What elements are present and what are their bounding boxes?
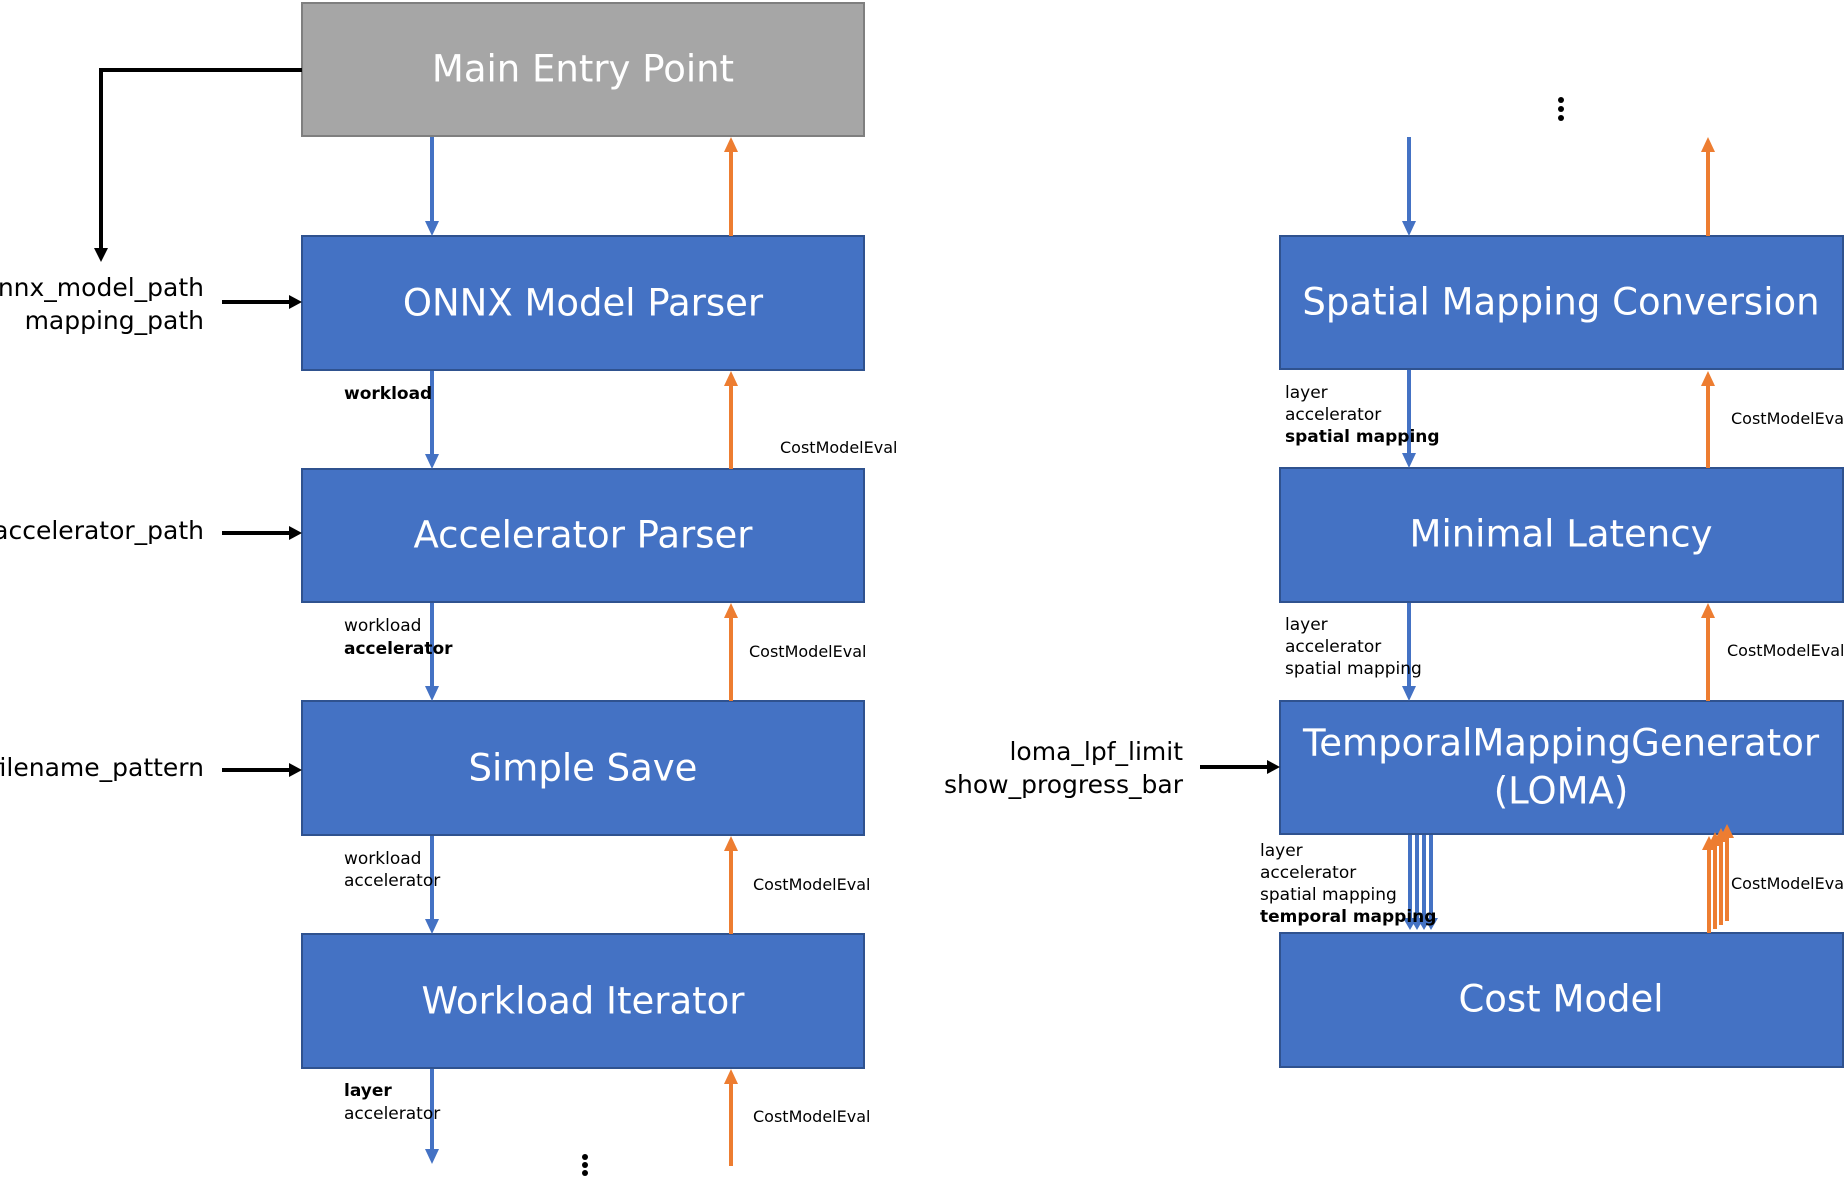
input-label-loma-lpf-limit: loma_lpf_limit <box>1009 737 1183 766</box>
up-label-costmodeleval: CostModelEval <box>749 642 866 661</box>
left-input-arrows <box>222 295 302 777</box>
down-label-workload: workload <box>344 616 421 636</box>
onnx-model-parser-box: ONNX Model Parser <box>301 235 865 371</box>
input-arrow <box>222 295 302 309</box>
down-label-accelerator: accelerator <box>344 1104 440 1124</box>
down-label-layer: layer <box>344 1081 392 1101</box>
accelerator-parser-label: Accelerator Parser <box>414 514 754 557</box>
down-arrow <box>1402 370 1416 468</box>
up-arrow <box>1701 603 1715 701</box>
minimal-latency-box: Minimal Latency <box>1279 467 1844 603</box>
input-arrow <box>222 763 302 777</box>
down-arrow <box>425 371 439 469</box>
down-arrow <box>425 1069 439 1164</box>
right-down-arrows <box>1402 137 1438 930</box>
down-label-spatial-mapping: spatial mapping <box>1285 427 1440 447</box>
input-label-accelerator-path: accelerator_path <box>0 516 204 545</box>
right-continuation-ellipsis <box>1558 97 1564 121</box>
down-label-workload: workload <box>344 384 432 404</box>
input-arrow <box>1200 760 1280 774</box>
accelerator-parser-box: Accelerator Parser <box>301 468 865 603</box>
cost-model-label: Cost Model <box>1458 978 1663 1021</box>
entry-elbow-connector <box>94 68 302 262</box>
main-entry-point-box: Main Entry Point <box>301 2 865 137</box>
down-label-accelerator: accelerator <box>1285 637 1381 657</box>
main-entry-point-label: Main Entry Point <box>432 48 734 91</box>
down-arrow <box>1402 603 1416 701</box>
temporal-mapping-generator-sublabel: (LOMA) <box>1494 770 1629 813</box>
up-label-costmodeleval: CostModelEval <box>753 875 870 894</box>
right-up-arrows <box>1701 137 1734 933</box>
down-label-temporal-mapping: temporal mapping <box>1260 907 1436 927</box>
down-label-accelerator: accelerator <box>344 639 453 659</box>
down-label-layer: layer <box>1285 615 1328 635</box>
up-arrow <box>1701 371 1715 468</box>
down-label-spatial-mapping: spatial mapping <box>1285 659 1422 679</box>
workload-iterator-label: Workload Iterator <box>422 980 746 1023</box>
down-arrow <box>1402 137 1416 236</box>
down-arrow <box>425 836 439 934</box>
input-label-onnx-model-path: onnx_model_path <box>0 273 204 302</box>
up-arrow <box>724 137 738 236</box>
up-arrow <box>724 836 738 934</box>
onnx-model-parser-label: ONNX Model Parser <box>403 282 764 325</box>
up-label-costmodeleval: CostModelEval <box>1727 641 1844 660</box>
cost-model-box: Cost Model <box>1279 932 1844 1068</box>
input-label-show-progress-bar: show_progress_bar <box>944 770 1184 799</box>
up-label-costmodeleval: CostModelEval <box>1731 409 1845 428</box>
spatial-mapping-conversion-label: Spatial Mapping Conversion <box>1302 281 1819 324</box>
up-arrow <box>1701 137 1715 236</box>
down-label-workload: workload <box>344 849 421 869</box>
up-label-costmodeleval: CostModelEval <box>1731 874 1845 893</box>
up-arrow <box>1714 828 1728 925</box>
workload-iterator-box: Workload Iterator <box>301 933 865 1069</box>
down-label-layer: layer <box>1260 841 1303 861</box>
up-arrow <box>724 1069 738 1166</box>
simple-save-box: Simple Save <box>301 700 865 836</box>
input-label-mapping-path: mapping_path <box>25 306 204 335</box>
up-label-costmodeleval: CostModelEval <box>753 1107 870 1126</box>
left-down-arrows <box>425 137 439 1164</box>
up-arrow <box>1720 824 1734 921</box>
down-label-layer: layer <box>1285 383 1328 403</box>
down-label-accelerator: accelerator <box>1285 405 1381 425</box>
left-continuation-ellipsis <box>582 1154 588 1176</box>
up-label-costmodeleval: CostModelEval <box>780 438 897 457</box>
down-arrow <box>425 137 439 236</box>
input-label-filename-pattern: filename_pattern <box>0 753 204 782</box>
right-input-arrows <box>1200 760 1280 774</box>
down-arrow <box>1424 835 1438 930</box>
minimal-latency-label: Minimal Latency <box>1410 513 1713 556</box>
up-arrow <box>724 371 738 469</box>
down-arrow <box>425 603 439 701</box>
down-label-spatial-mapping: spatial mapping <box>1260 885 1397 905</box>
simple-save-label: Simple Save <box>469 747 698 790</box>
temporal-mapping-generator-label: TemporalMappingGenerator <box>1302 722 1820 765</box>
down-label-accelerator: accelerator <box>344 871 440 891</box>
down-label-accelerator: accelerator <box>1260 863 1356 883</box>
temporal-mapping-generator-box: TemporalMappingGenerator (LOMA) <box>1279 700 1844 835</box>
spatial-mapping-conversion-box: Spatial Mapping Conversion <box>1279 235 1844 370</box>
left-up-arrows <box>724 137 738 1166</box>
up-arrow <box>1708 832 1722 929</box>
up-arrow <box>724 603 738 701</box>
up-arrow <box>1702 836 1716 933</box>
input-arrow <box>222 526 302 540</box>
